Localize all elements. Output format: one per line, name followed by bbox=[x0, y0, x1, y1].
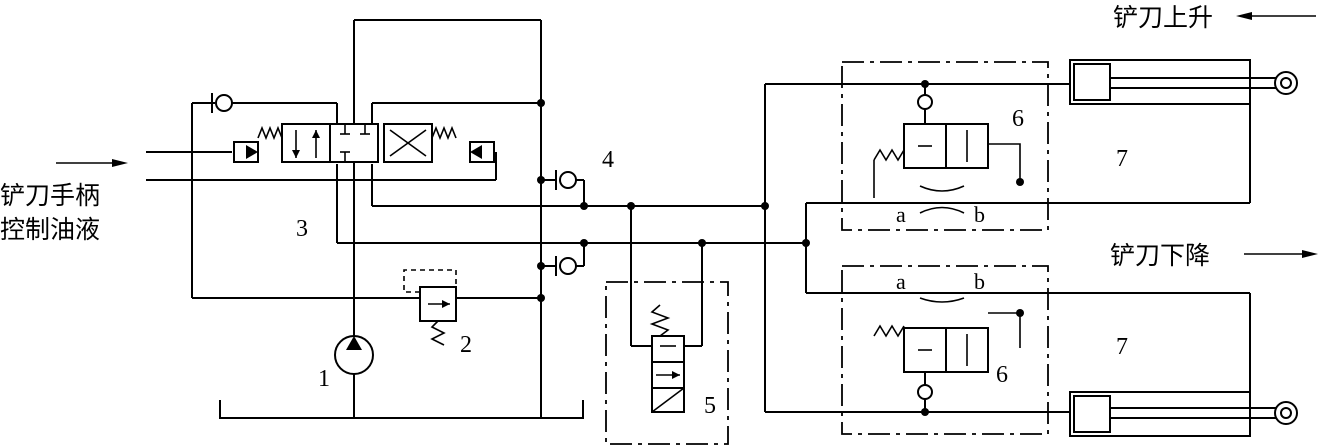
label-cylinder-top-number: 7 bbox=[1116, 146, 1128, 172]
label-blade-lower: 铲刀下降 bbox=[1110, 241, 1210, 270]
relief-valve-icon bbox=[403, 269, 457, 346]
label-manual-valve-number: 3 bbox=[296, 216, 308, 242]
port-a-bottom: a bbox=[896, 269, 906, 294]
check-valve-icon bbox=[555, 256, 577, 276]
cylinder-bottom-icon bbox=[1069, 391, 1298, 437]
input-arrow bbox=[56, 159, 128, 167]
label-handle: 铲刀手柄 bbox=[0, 181, 100, 210]
solenoid-valve-icon bbox=[605, 281, 729, 445]
label-cylinder-bottom-number: 7 bbox=[1116, 334, 1128, 360]
main-piping bbox=[146, 19, 1251, 418]
label-lock-valve-top-number: 6 bbox=[1012, 106, 1024, 132]
label-solenoid-valve-number: 5 bbox=[704, 393, 716, 419]
pilot-check-valve-icon bbox=[211, 93, 233, 113]
label-check-valve-number: 4 bbox=[602, 147, 614, 173]
label-pump-number: 1 bbox=[318, 366, 330, 392]
label-relief-valve-number: 2 bbox=[460, 332, 472, 358]
lock-valve-top-icon bbox=[841, 61, 1049, 231]
port-b-top: b bbox=[974, 202, 985, 227]
port-a-top: a bbox=[896, 202, 906, 227]
pump-icon bbox=[334, 335, 374, 418]
port-b-bottom: b bbox=[974, 269, 985, 294]
manual-valve-icon bbox=[233, 123, 495, 163]
label-lock-valve-bottom-number: 6 bbox=[996, 362, 1008, 388]
cylinder-top-icon bbox=[1069, 59, 1298, 105]
lock-valve-bottom-icon bbox=[841, 265, 1049, 435]
raise-arrow bbox=[1236, 12, 1316, 20]
label-blade-raise: 铲刀上升 bbox=[1113, 3, 1213, 32]
tank-icon bbox=[219, 400, 584, 419]
label-control-oil: 控制油液 bbox=[0, 215, 100, 244]
check-valve-icon bbox=[555, 170, 577, 190]
lower-arrow bbox=[1244, 250, 1318, 258]
